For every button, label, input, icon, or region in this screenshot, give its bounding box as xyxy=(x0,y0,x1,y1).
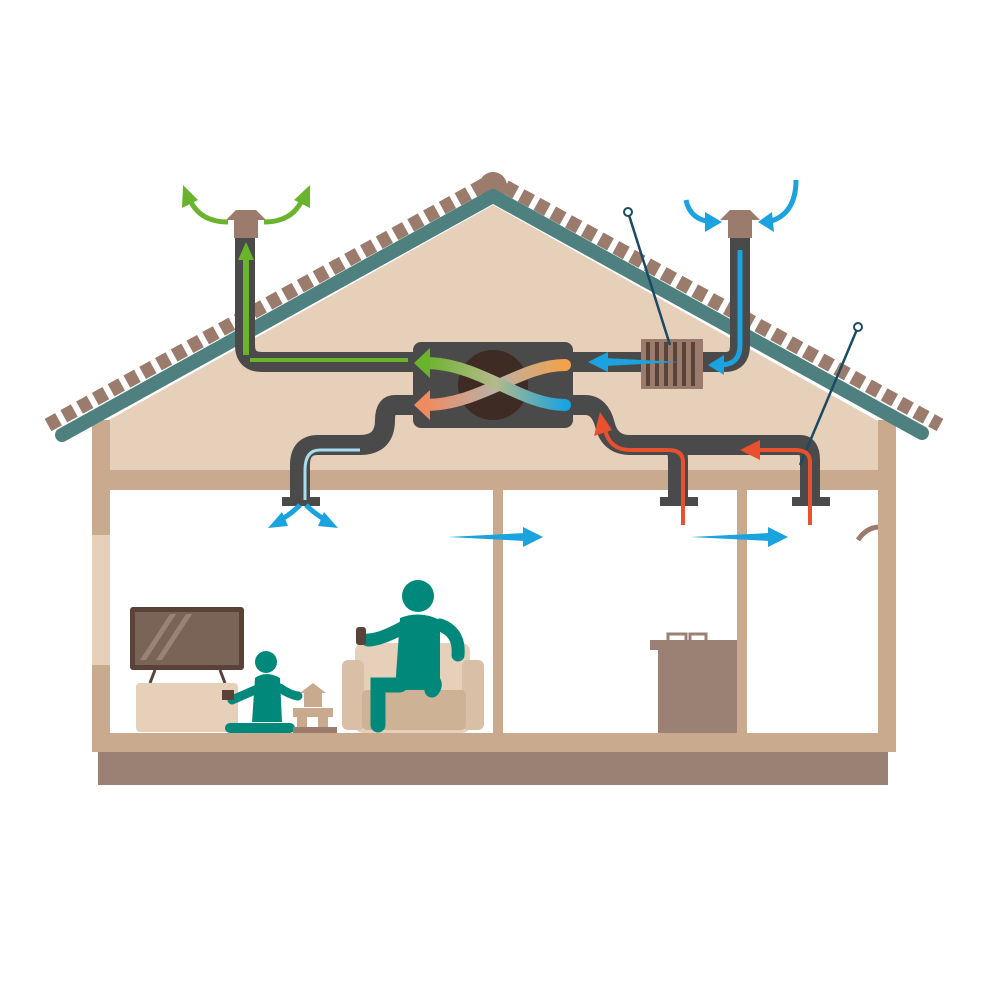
inner-wall xyxy=(737,490,747,735)
ceiling xyxy=(92,470,896,490)
ceiling-vent xyxy=(282,497,320,506)
cooker-icon xyxy=(650,632,737,733)
heat-recovery-unit-icon xyxy=(413,342,573,428)
left-window xyxy=(92,535,110,665)
tv-stand xyxy=(136,683,238,732)
right-wall xyxy=(878,420,896,750)
callout-dot xyxy=(623,207,633,217)
floor xyxy=(92,733,896,752)
toy-blocks-icon xyxy=(293,683,337,733)
vent-cap-icon xyxy=(720,210,760,238)
tv-icon xyxy=(130,607,244,684)
stale-air-arrows xyxy=(594,412,812,525)
attic xyxy=(100,205,885,470)
fresh-air-arrows xyxy=(268,179,799,547)
vent-cap-icon xyxy=(226,210,266,238)
roof xyxy=(55,189,929,442)
person-icon xyxy=(356,580,465,733)
exhaust-arrows xyxy=(182,185,408,362)
ceiling-vent xyxy=(660,497,698,506)
callout-line xyxy=(626,211,672,346)
filter-icon xyxy=(641,339,703,389)
inner-wall xyxy=(493,490,503,735)
callout-dot xyxy=(853,322,863,332)
foundation xyxy=(98,752,888,785)
door-icon xyxy=(855,524,879,542)
person-icon xyxy=(222,651,303,733)
callout-line xyxy=(798,326,860,466)
